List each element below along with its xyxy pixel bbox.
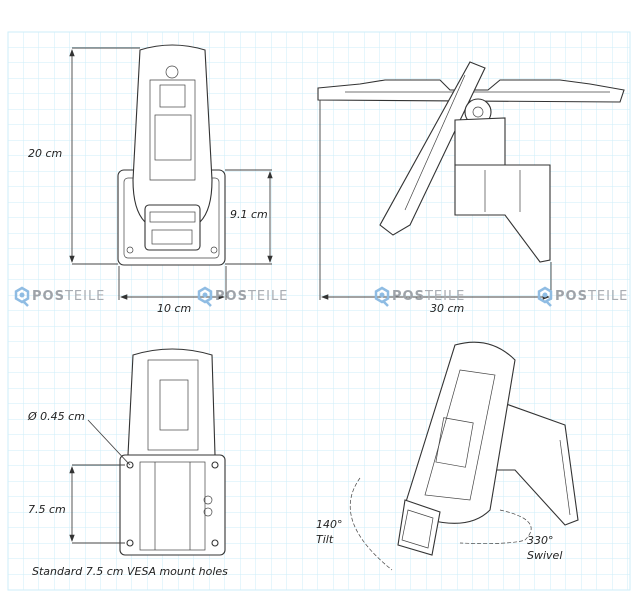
perspective-view: [349, 341, 579, 571]
vesa-caption: Standard 7.5 cm VESA mount holes: [32, 565, 228, 578]
vesa-spacing-label: 7.5 cm: [28, 503, 66, 516]
watermark: POSTEILE: [537, 286, 628, 308]
watermark: POSTEILE: [197, 286, 288, 308]
svg-text:POSTEILE: POSTEILE: [392, 289, 465, 304]
svg-text:POSTEILE: POSTEILE: [555, 289, 628, 304]
tilt-value: 140°: [316, 518, 343, 531]
swivel-label: Swivel: [527, 549, 562, 562]
front-view: [69, 44, 273, 300]
watermark: POSTEILE: [374, 286, 465, 308]
swivel-value: 330°: [527, 534, 554, 547]
height-label: 20 cm: [28, 147, 62, 160]
hole-diameter-label: Ø 0.45 cm: [27, 410, 85, 423]
svg-text:POSTEILE: POSTEILE: [32, 289, 105, 304]
width-label: 10 cm: [157, 302, 191, 315]
side-view: [317, 61, 625, 300]
grid-background: [8, 32, 630, 590]
base-height-label: 9.1 cm: [230, 208, 268, 221]
depth-label: 30 cm: [430, 302, 464, 315]
tilt-label: Tilt: [316, 533, 334, 546]
watermark: POSTEILE: [14, 286, 105, 308]
back-view: [69, 348, 226, 556]
svg-text:POSTEILE: POSTEILE: [215, 289, 288, 304]
